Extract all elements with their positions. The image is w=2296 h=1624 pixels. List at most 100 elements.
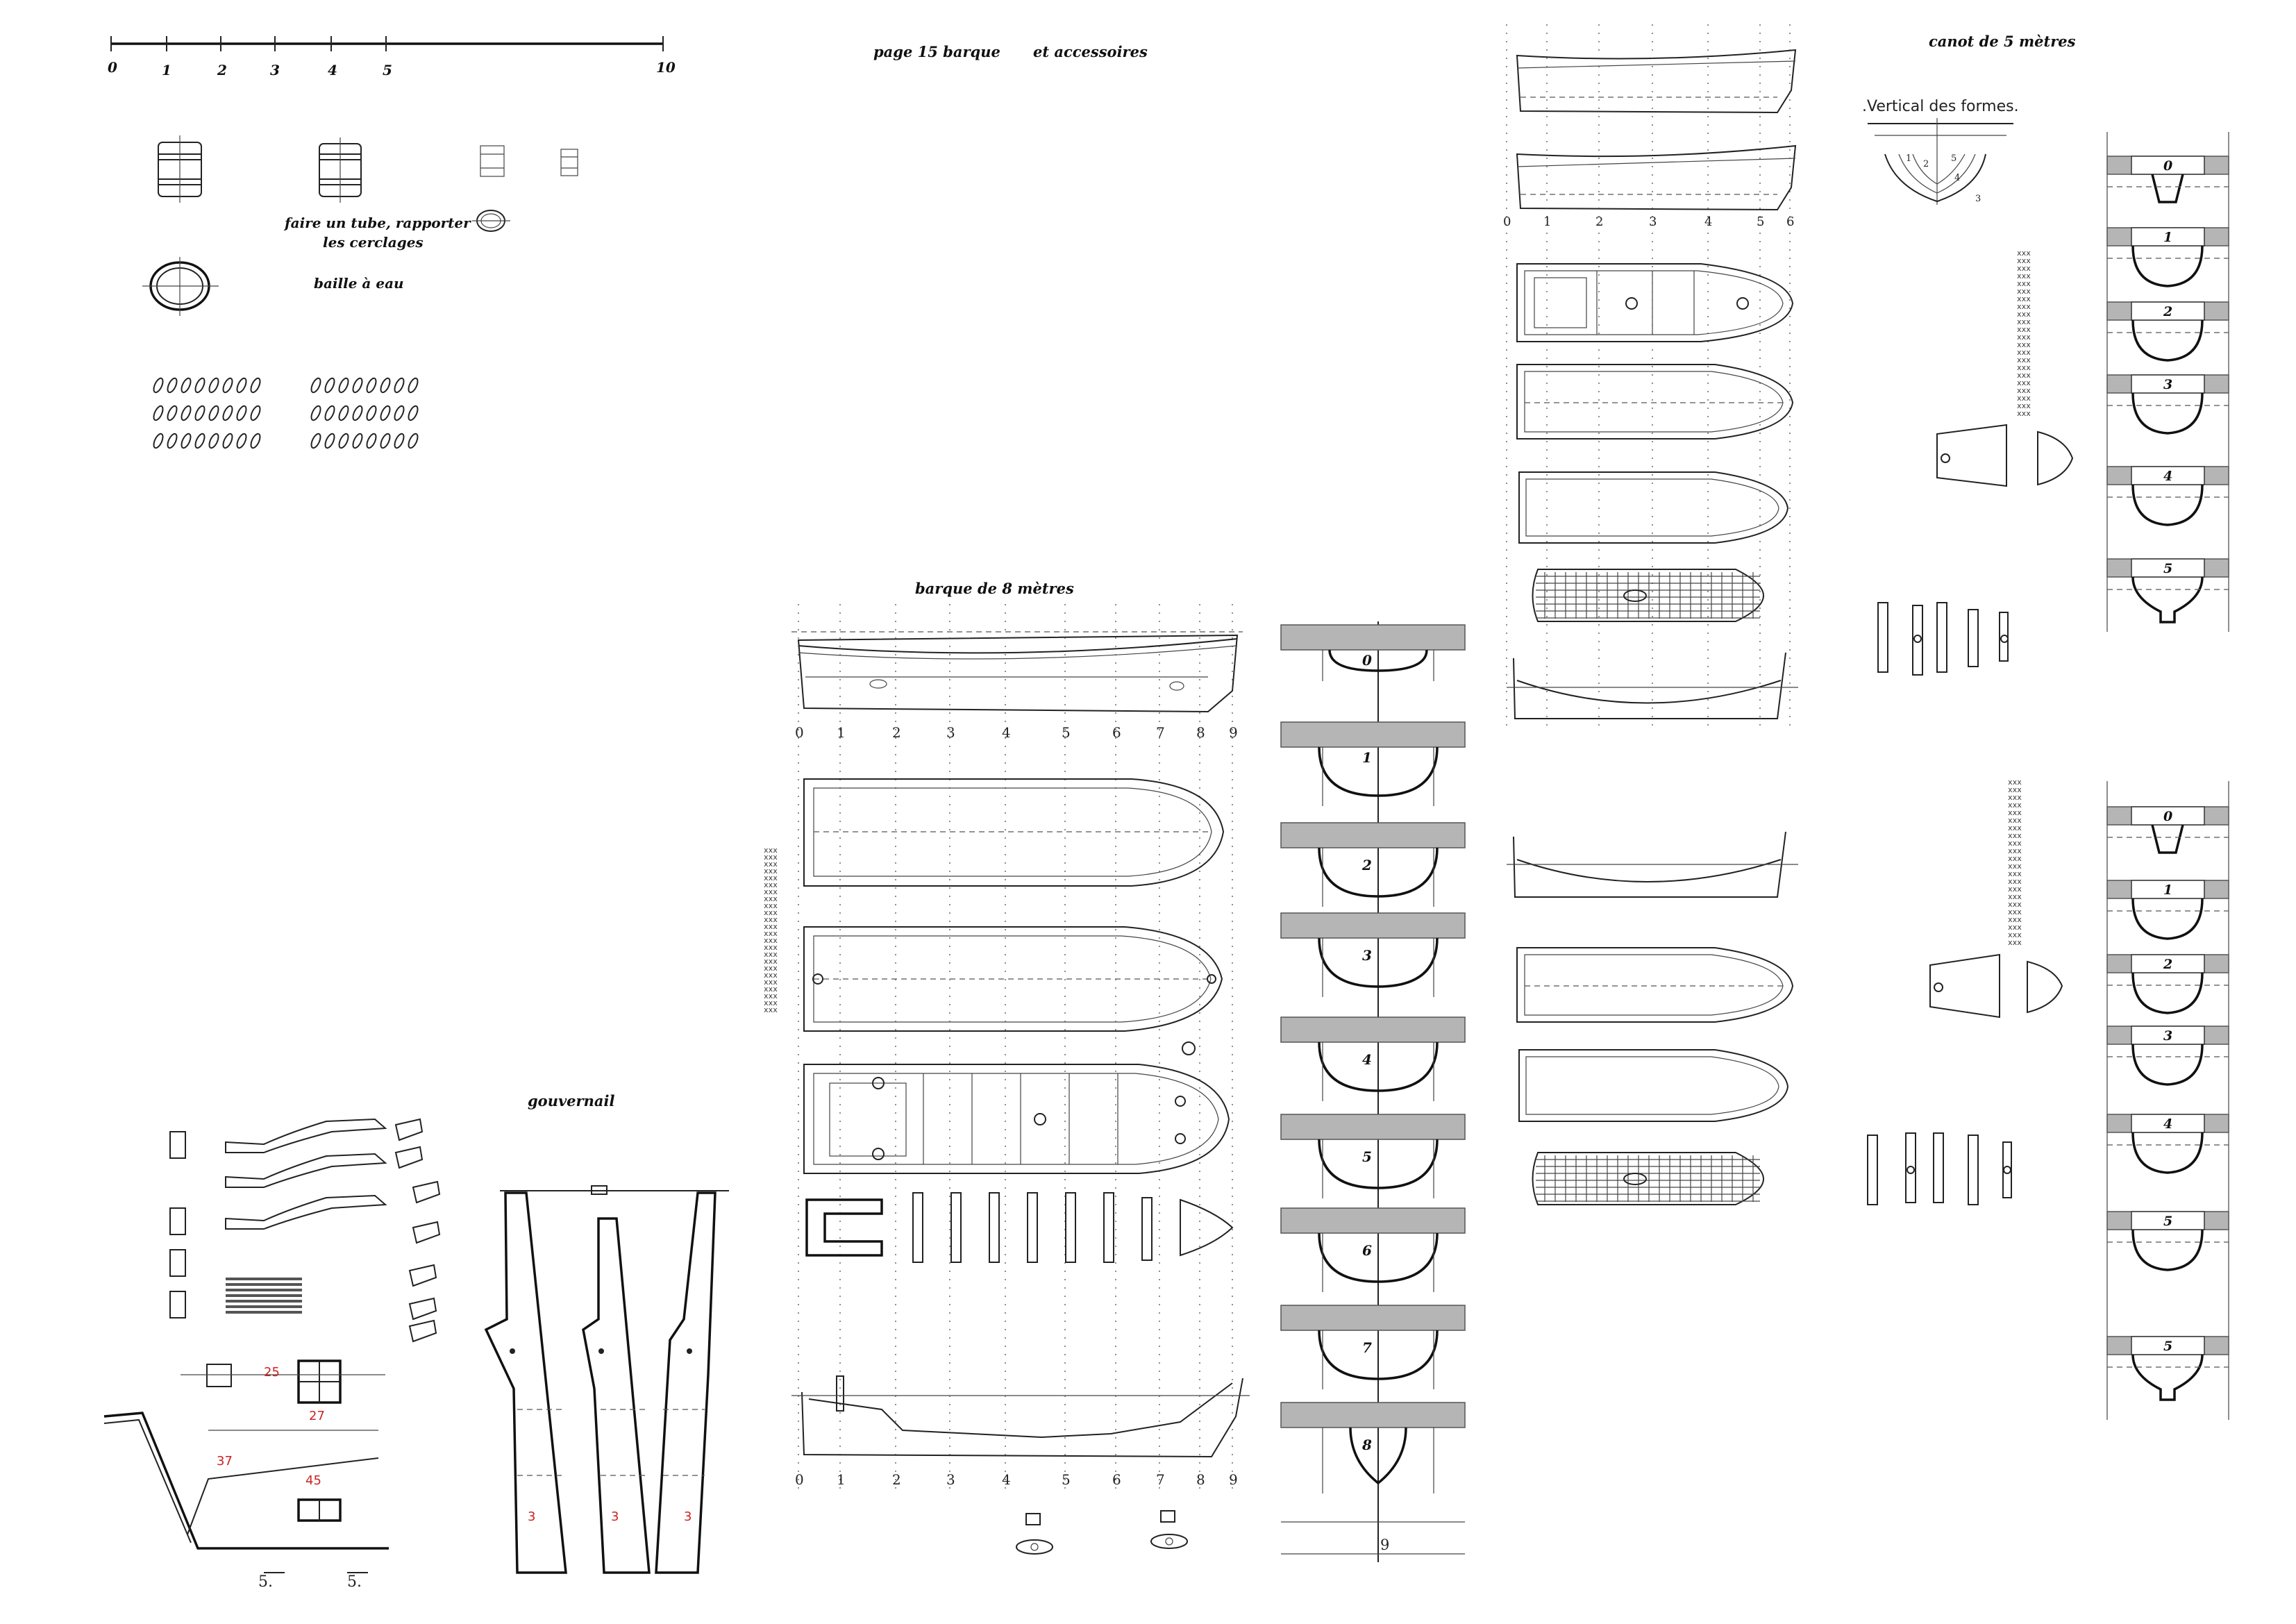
barque-station-label-top: 0 xyxy=(795,724,804,741)
oval-part xyxy=(222,433,233,449)
tally-mark: xxx xyxy=(2008,938,2022,947)
oval-part xyxy=(208,377,219,394)
oval-part xyxy=(338,405,349,421)
tally-mark: xxx xyxy=(764,901,778,910)
canot-station-label: 3 xyxy=(1649,215,1657,229)
oval-part xyxy=(380,433,391,449)
tally-mark: xxx xyxy=(2008,907,2022,916)
tally-mark: xxx xyxy=(2017,317,2031,326)
barque-section-label: 5 xyxy=(1362,1148,1372,1165)
barque-station-label-bottom: 8 xyxy=(1196,1471,1205,1488)
oval-part xyxy=(167,377,178,394)
canot-section-shape xyxy=(2151,824,2184,854)
tally-mark: xxx xyxy=(2017,279,2031,288)
tally-mark: xxx xyxy=(2017,325,2031,334)
canot-station-label: 4 xyxy=(1704,215,1712,229)
oval-part xyxy=(324,433,335,449)
oval-part xyxy=(324,377,335,394)
canot-transom-2 xyxy=(1929,953,2063,1019)
tally-mark: xxx xyxy=(764,998,778,1007)
oval-part xyxy=(324,405,335,421)
canot-transom-1 xyxy=(1936,424,2074,487)
barque-section-label: 7 xyxy=(1362,1339,1372,1356)
accessories-label: et accessoires xyxy=(1033,43,1148,60)
canot-longitudinal-section-2 xyxy=(1507,831,1798,898)
canot-section-shape xyxy=(2131,1132,2204,1174)
tally-mark: xxx xyxy=(2008,839,2022,848)
oval-part xyxy=(250,433,261,449)
red-mark-45: 45 xyxy=(305,1473,321,1488)
barque-section-frame xyxy=(1280,1207,1466,1234)
canot-grating-2 xyxy=(1532,1152,1765,1205)
canot-section-label: 0 xyxy=(2163,158,2172,174)
barque-station-label-top: 5 xyxy=(1062,724,1071,741)
tally-mark: xxx xyxy=(764,985,778,994)
tally-mark: xxx xyxy=(2008,877,2022,886)
barque-station-label-bottom: 4 xyxy=(1002,1471,1011,1488)
oval-part xyxy=(366,377,377,394)
oval-part xyxy=(338,433,349,449)
oval-part xyxy=(394,433,405,449)
red-mark-27: 27 xyxy=(309,1409,325,1423)
canot-section-label: 1 xyxy=(2163,882,2172,898)
rudders xyxy=(484,1185,729,1574)
canot-section-shape xyxy=(2131,1044,2204,1086)
canot-section-shape xyxy=(2131,1354,2204,1401)
canot-section-shape xyxy=(2151,174,2184,203)
tally-mark: xxx xyxy=(2008,831,2022,840)
tally-mark: xxx xyxy=(764,915,778,924)
barque-station-label-top: 2 xyxy=(892,724,901,741)
vertical-formes-drawing xyxy=(1868,118,2013,205)
gouvernail-label: gouvernail xyxy=(528,1092,614,1110)
canot-section-shape xyxy=(2131,972,2204,1014)
canot-plan-view-1 xyxy=(1516,364,1794,440)
scale-tick-3: 3 xyxy=(270,62,280,78)
tally-mark: xxx xyxy=(764,894,778,903)
scale-tick-4: 4 xyxy=(328,62,337,78)
tally-mark: xxx xyxy=(2017,294,2031,303)
tally-mark: xxx xyxy=(2017,386,2031,395)
tally-mark: xxx xyxy=(2008,778,2022,787)
barque-station-label-bottom: 6 xyxy=(1112,1471,1121,1488)
barque-section-frame xyxy=(1280,1402,1466,1428)
barque-station-label-top: 4 xyxy=(1002,724,1011,741)
canot-grating-1 xyxy=(1532,569,1765,622)
barque-section-frame xyxy=(1280,1114,1466,1140)
plank xyxy=(226,1300,302,1303)
tally-mark: xxx xyxy=(2017,249,2031,258)
barque-section-label: 2 xyxy=(1361,857,1372,873)
barque-station-label-top: 3 xyxy=(946,724,955,741)
tally-mark: xxx xyxy=(764,978,778,987)
small-block xyxy=(394,1146,424,1169)
barque-station-label-top: 1 xyxy=(837,724,846,741)
bottom-mark-1: 5. xyxy=(258,1573,273,1591)
barque-section-shape xyxy=(1328,649,1428,672)
small-block xyxy=(408,1319,437,1343)
canot-section-label: 2 xyxy=(2163,957,2172,972)
tally-mark: xxx xyxy=(764,887,778,896)
canot-station-label: 5 xyxy=(1757,215,1764,229)
oval-part xyxy=(167,405,178,421)
tally-mark: xxx xyxy=(2008,785,2022,794)
barque-deck-plan xyxy=(803,1064,1230,1174)
canot-section-shape xyxy=(2131,1229,2204,1271)
small-fittings xyxy=(1016,1510,1188,1555)
scale-tick-10: 10 xyxy=(656,59,676,76)
plank xyxy=(226,1278,302,1280)
tally-mark: xxx xyxy=(2017,355,2031,365)
deck-detail-drawing xyxy=(103,1359,389,1573)
tally-mark: xxx xyxy=(764,880,778,889)
oval-part xyxy=(153,433,164,449)
barque-title: barque de 8 mètres xyxy=(915,580,1074,597)
plank xyxy=(226,1283,302,1286)
oval-parts-grid xyxy=(153,377,419,449)
tally-mark: xxx xyxy=(2017,256,2031,265)
oval-part xyxy=(194,377,206,394)
tally-mark: xxx xyxy=(2017,287,2031,296)
oval-part xyxy=(167,433,178,449)
canot-section-label: 3 xyxy=(2163,377,2172,392)
oval-part xyxy=(236,377,247,394)
oval-part xyxy=(408,405,419,421)
tally-mark: xxx xyxy=(2008,869,2022,878)
